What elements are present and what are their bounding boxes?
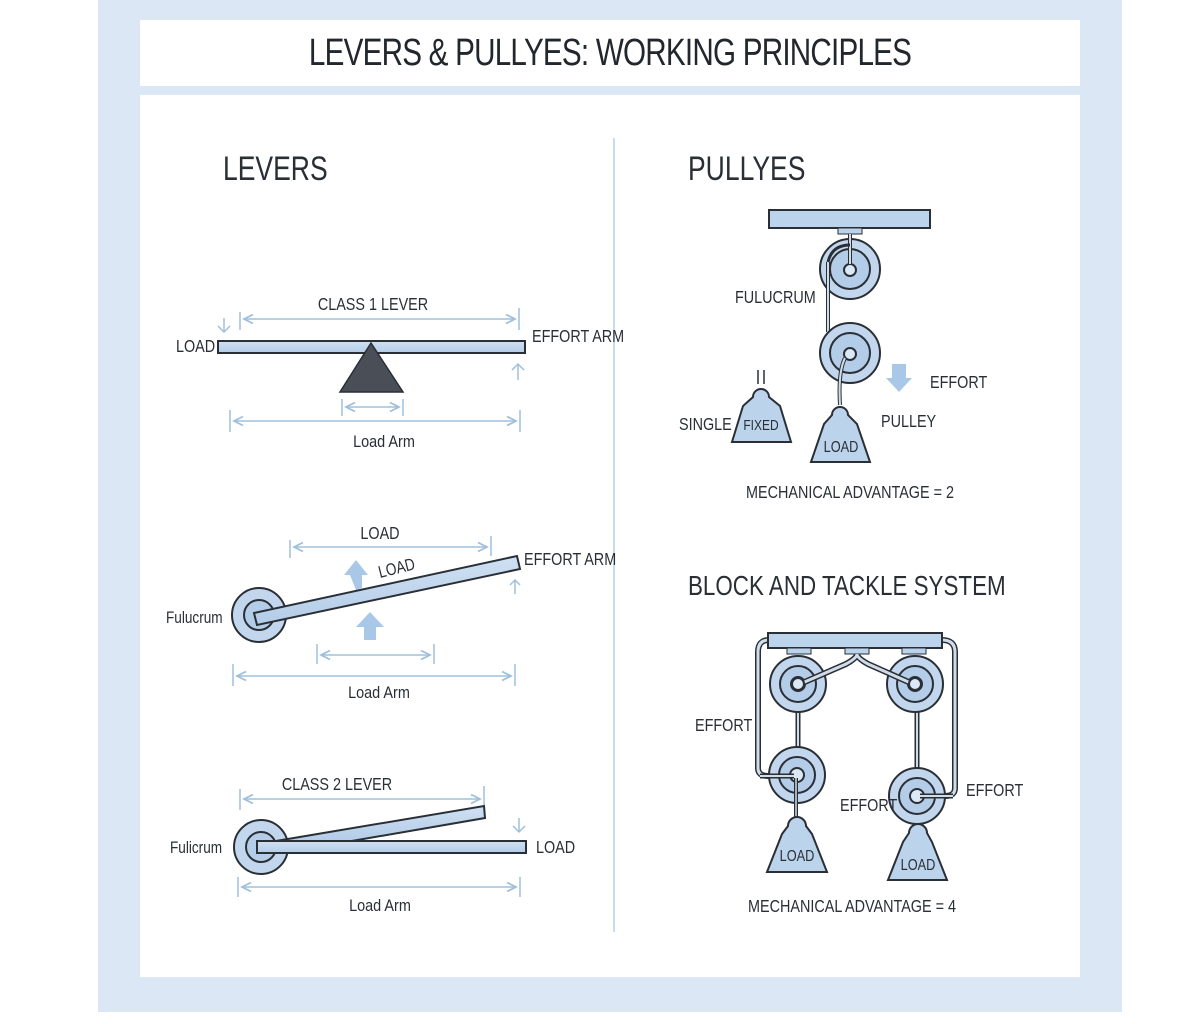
effort-down-arrow-icon	[886, 364, 912, 392]
angled-lever-diagram: LOAD LOAD EFFORT ARM Fulucrum Load Arm	[166, 524, 616, 703]
levers-heading: LEVERS	[223, 150, 328, 188]
fixed-pulley-wheel-icon	[843, 263, 857, 277]
class2-load-label: LOAD	[536, 838, 575, 858]
right-load-weight-icon	[886, 823, 949, 881]
block-tackle-heading: BLOCK AND TACKLE SYSTEM	[688, 571, 1006, 602]
angled-lever-load-arm-label: Load Arm	[348, 684, 410, 702]
class1-label: CLASS 1 LEVER	[318, 295, 428, 315]
pulley-load-label: LOAD	[824, 439, 859, 457]
load-arrow-icon	[217, 318, 231, 334]
angled-lever-top-label: LOAD	[360, 524, 399, 544]
effort-arrow-icon	[511, 362, 525, 380]
class1-load-label: LOAD	[176, 337, 215, 357]
angled-lever-effort-arm-label: EFFORT ARM	[524, 550, 616, 570]
class2-fulcrum-label: Fulicrum	[170, 839, 222, 858]
pulley-pulley-label: PULLEY	[881, 412, 936, 432]
class2-effort-bar	[269, 804, 487, 843]
class2-lever-bar	[256, 840, 527, 854]
class2-lever-diagram: CLASS 2 LEVER LOAD Fulicrum Load Arm	[170, 775, 575, 916]
pulleys-heading: PULLYES	[688, 150, 805, 188]
block-effort-right-label: EFFORT	[966, 781, 1023, 801]
effort-up-arrow-icon	[356, 612, 384, 640]
class1-lever-diagram: CLASS 1 LEVER LOAD EFFORT ARM Load Arm	[176, 295, 624, 452]
block-mechanical-advantage: MECHANICAL ADVANTAGE = 4	[748, 897, 956, 917]
block-left-load-label: LOAD	[780, 848, 815, 866]
load-up-arrow-icon	[344, 560, 368, 590]
block-effort-mid-label: EFFORT	[840, 796, 897, 816]
class1-load-arm-label: Load Arm	[353, 433, 415, 451]
class1-effort-arm-label: EFFORT ARM	[532, 327, 624, 347]
title-banner: LEVERS & PULLYES: WORKING PRINCIPLES	[140, 20, 1080, 86]
fulcrum-triangle-icon	[338, 341, 405, 393]
page-title: LEVERS & PULLYES: WORKING PRINCIPLES	[308, 31, 912, 74]
pulley-effort-label: EFFORT	[930, 373, 987, 393]
class2-label: CLASS 2 LEVER	[282, 775, 392, 795]
left-load-weight-icon	[765, 816, 829, 873]
angled-lever-bar	[252, 554, 522, 627]
pulley-fulcrum-label: FULUCRUM	[735, 288, 816, 308]
movable-pulley-wheel-icon	[843, 347, 857, 361]
fixed-weight-label: FIXED	[743, 417, 778, 434]
block-right-load-label: LOAD	[901, 857, 936, 875]
block-effort-left-label: EFFORT	[695, 716, 752, 736]
block-tackle-diagram: LOAD LOAD EFFORT EFFORT EFFORT MECHANICA…	[695, 632, 1023, 917]
pulley-single-label: SINGLE	[679, 415, 732, 435]
block-beam	[767, 632, 943, 649]
ceiling-beam	[768, 209, 931, 229]
fixed-weight-icon	[730, 388, 793, 443]
pulley-mechanical-advantage: MECHANICAL ADVANTAGE = 2	[746, 483, 954, 503]
pulley-diagram: FULUCRUM EFFORT FIXED SINGLE LOAD PULLEY…	[679, 209, 987, 503]
class2-load-arm-label: Load Arm	[349, 897, 411, 915]
angled-lever-fulcrum-label: Fulucrum	[166, 609, 223, 628]
load-weight-icon	[809, 406, 872, 463]
